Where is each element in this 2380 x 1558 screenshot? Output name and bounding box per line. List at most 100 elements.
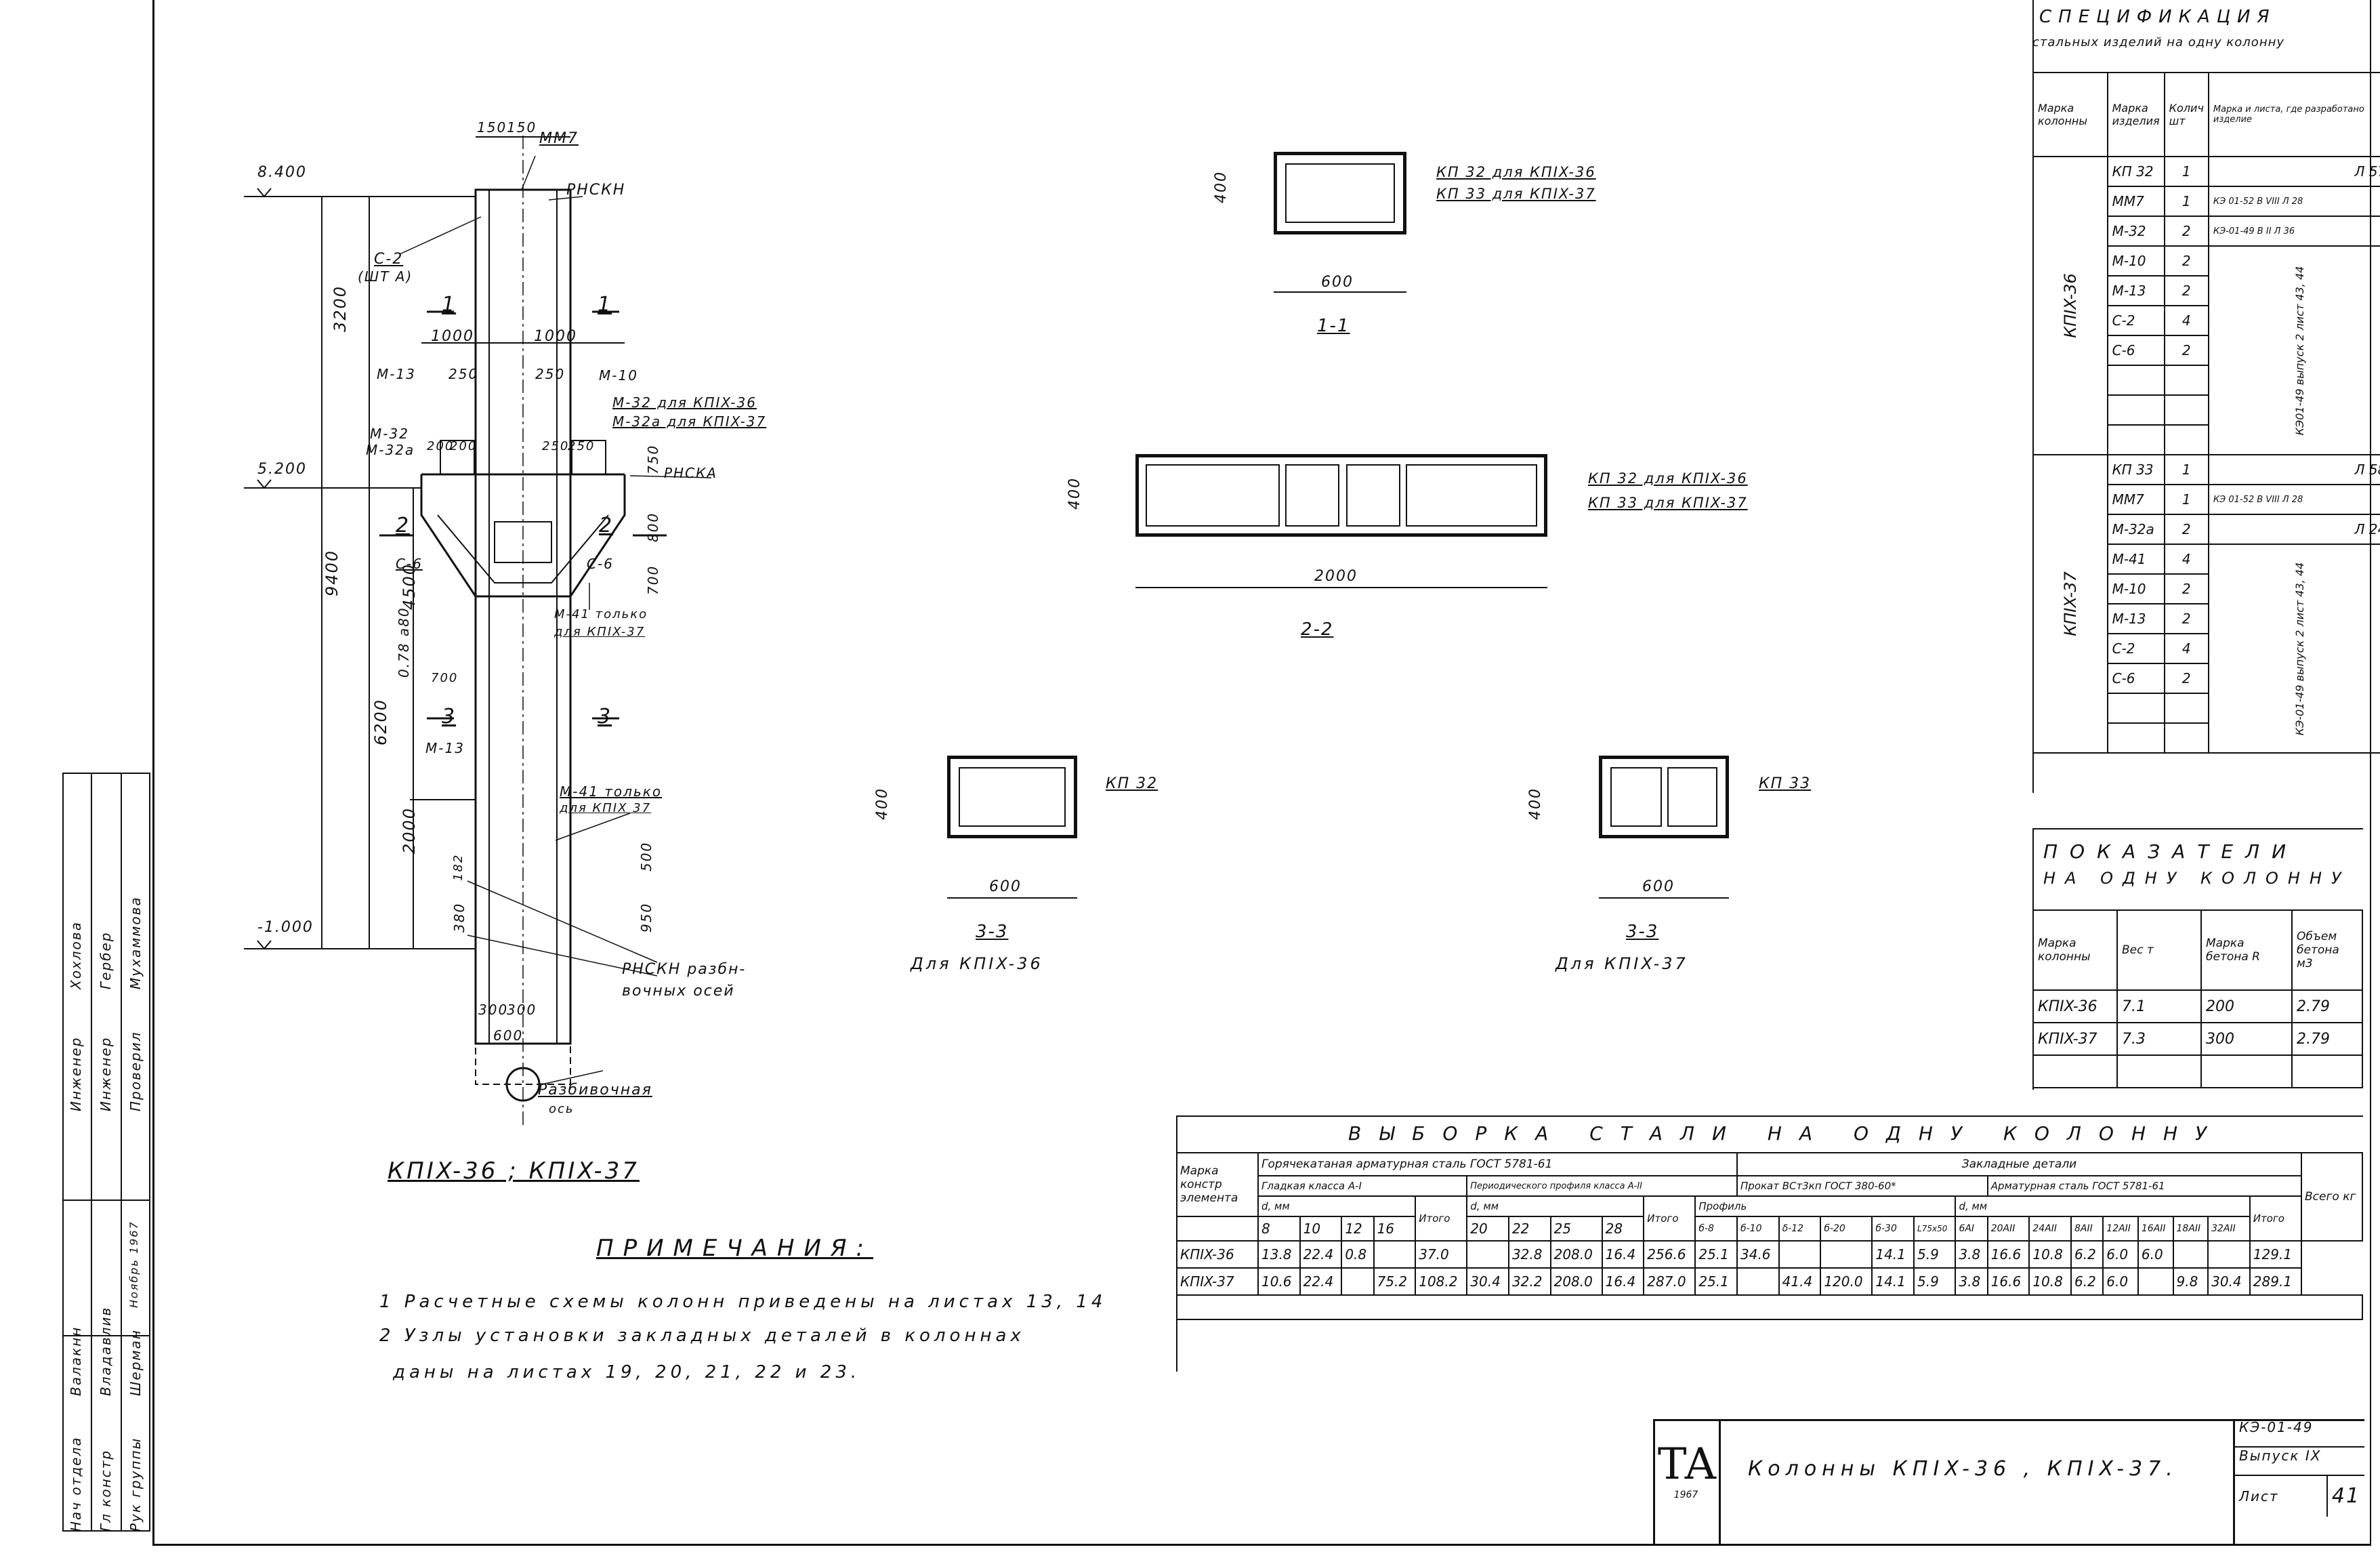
- label-m41-c: М-41 только: [560, 783, 663, 800]
- sec22-label-1: КП 32 для КПIX-36: [1588, 470, 1748, 487]
- steel-h-smooth: Гладкая класса А-I: [1257, 1175, 1468, 1197]
- spec-cell: Л 24: [2207, 514, 2380, 545]
- steel-cell: 256.6: [1643, 1240, 1696, 1269]
- sec11-title: 1-1: [1317, 316, 1350, 336]
- stamp-title-2: Инженер: [98, 1036, 114, 1111]
- dim-750: 750: [645, 444, 661, 474]
- spec-cell: [2106, 394, 2165, 426]
- sec33b-h: 400: [1527, 787, 1544, 820]
- stamp-name-3: Шерман: [127, 1329, 144, 1396]
- spec-cell: [2106, 365, 2165, 396]
- spec-cell: М-32а: [2106, 514, 2165, 545]
- label-axes-1: РНСКН разбн-: [622, 961, 747, 978]
- dim-250b: 250: [535, 366, 566, 382]
- steel-h-itogo2: Итого: [1643, 1195, 1696, 1242]
- label-axis-1: Разбивочная: [538, 1082, 652, 1099]
- steel-h-emb: Закладные детали: [1736, 1152, 2302, 1176]
- steel-h-total: Всего кг: [2301, 1152, 2363, 1242]
- dim-950: 950: [638, 902, 654, 932]
- steel-h-d3: d, мм: [1955, 1195, 2251, 1217]
- issue: Выпуск IX: [2235, 1448, 2364, 1476]
- spec-cell: Л 57: [2207, 156, 2380, 187]
- steel-table: Марка констр элемента Горячекатаная арма…: [1176, 1152, 2363, 1320]
- spec-cell: ММ7: [2106, 484, 2165, 515]
- steel-cell: 16.6: [1986, 1267, 2030, 1296]
- steel-h-rolled: Прокат ВСт3кп ГОСТ 380-60*: [1736, 1175, 1988, 1197]
- column-elevation: [244, 136, 712, 1125]
- spec-cell: Л 58: [2207, 454, 2380, 485]
- sec22-label-2: КП 33 для КПIX-37: [1588, 495, 1748, 511]
- dim-700b: 700: [431, 671, 459, 685]
- spec-cell: М-13: [2106, 275, 2165, 306]
- steel-h-itogo3: Итого: [2249, 1195, 2303, 1242]
- steel-cell: [2172, 1240, 2209, 1269]
- indicators-table: Марка колонны Вес т Марка бетона R Объем…: [2032, 909, 2363, 1088]
- sheet-number: 41: [2331, 1484, 2361, 1508]
- label-m41-b: для КПIX-37: [554, 625, 646, 639]
- spec-title: СПЕЦИФИКАЦИЯ: [2039, 7, 2276, 27]
- dim-500: 500: [638, 841, 654, 872]
- spec-cell: 1: [2163, 484, 2209, 515]
- spec-note-2: КЭ-01-49 выпуск 2 лист 43, 44: [2293, 562, 2307, 735]
- spec-cell: М-41: [2106, 544, 2165, 575]
- steel-cell: 34.6: [1736, 1240, 1780, 1269]
- dim-3200: 3200: [331, 285, 350, 332]
- steel-cell: 30.4: [1466, 1267, 1509, 1296]
- dim-1000b: 1000: [534, 328, 577, 345]
- spec-cell: С-6: [2106, 335, 2165, 366]
- section-mark-1a: 1: [442, 293, 457, 316]
- steel-cell: 208.0: [1549, 1240, 1603, 1269]
- steel-h-marka: Марка констр элемента: [1176, 1152, 1259, 1217]
- sec11-w: 600: [1321, 274, 1354, 291]
- ind-cell: [2291, 1054, 2363, 1088]
- dim-bot-300a: 300: [478, 1002, 509, 1018]
- steel-cell: 14.1: [1871, 1240, 1915, 1269]
- label-m32: М-32: [370, 426, 409, 442]
- steel-cell: 5.9: [1913, 1267, 1957, 1296]
- sec33b-w: 600: [1642, 878, 1675, 895]
- spec-cell: 4: [2163, 633, 2209, 664]
- steel-cell: КПIX-37: [1176, 1267, 1259, 1296]
- spec-cell: КЭ 01-52 В VIII Л 28: [2207, 186, 2380, 217]
- steel-cell: [1341, 1267, 1375, 1296]
- section-mark-1b: 1: [598, 293, 612, 316]
- stamp-role-3: Рук группы: [127, 1437, 144, 1532]
- spec-h-col: Марка колонны: [2032, 72, 2108, 157]
- steel-cell: 9.8: [2172, 1267, 2209, 1296]
- steel-cell: 22.4: [1299, 1267, 1343, 1296]
- spec-cell: 2: [2163, 335, 2209, 366]
- label-c2: С-2: [374, 251, 404, 268]
- spec-cell: 1: [2163, 156, 2209, 187]
- spec-cell: 2: [2163, 275, 2209, 306]
- label-c2-qty: (ШТ А): [358, 268, 413, 285]
- spec-group-1: КПIX-36: [2060, 273, 2080, 338]
- dim-top-150b: 150: [507, 119, 537, 136]
- sheet-frame: [152, 0, 2371, 1546]
- logo-mark: ТА: [1657, 1439, 1717, 1490]
- stamp-role-2: Гл констр: [98, 1449, 114, 1532]
- steel-cell: [1466, 1240, 1509, 1269]
- steel-cell: 25.1: [1694, 1240, 1738, 1269]
- spec-h-ref: Марка и листа, где разработано изделие: [2207, 72, 2380, 157]
- steel-cell: 289.1: [2249, 1267, 2303, 1296]
- sec33a-title: 3-3: [976, 922, 1009, 942]
- sec22-dimline: [1135, 587, 1547, 588]
- ind-cell: 7.3: [2116, 1022, 2202, 1056]
- steel-cell: 37.0: [1415, 1240, 1468, 1269]
- label-m41-a: М-41 только: [554, 607, 648, 621]
- steel-cell: 129.1: [2249, 1240, 2303, 1269]
- dim-6200: 6200: [371, 698, 390, 745]
- steel-h-d1: d, мм: [1257, 1195, 1417, 1217]
- label-m10: М-10: [599, 367, 638, 384]
- dim-182: 182: [451, 853, 465, 881]
- ind-cell: 2.79: [2291, 1022, 2363, 1056]
- steel-row-2: КПIX-37 10.6 22.4 75.2 108.2 30.4 32.2 2…: [1176, 1267, 2362, 1296]
- section-3-3a-body: [947, 756, 1077, 838]
- stamp-title-1: Инженер: [68, 1036, 84, 1111]
- sec33b-title: 3-3: [1626, 922, 1659, 942]
- stamp-date: Ноябрь 1967: [127, 1221, 140, 1308]
- spec-cell: ММ7: [2106, 186, 2165, 217]
- steel-cell: 3.8: [1955, 1267, 1988, 1296]
- dim-380: 380: [451, 902, 467, 932]
- ind-cell: КПIX-37: [2032, 1022, 2118, 1056]
